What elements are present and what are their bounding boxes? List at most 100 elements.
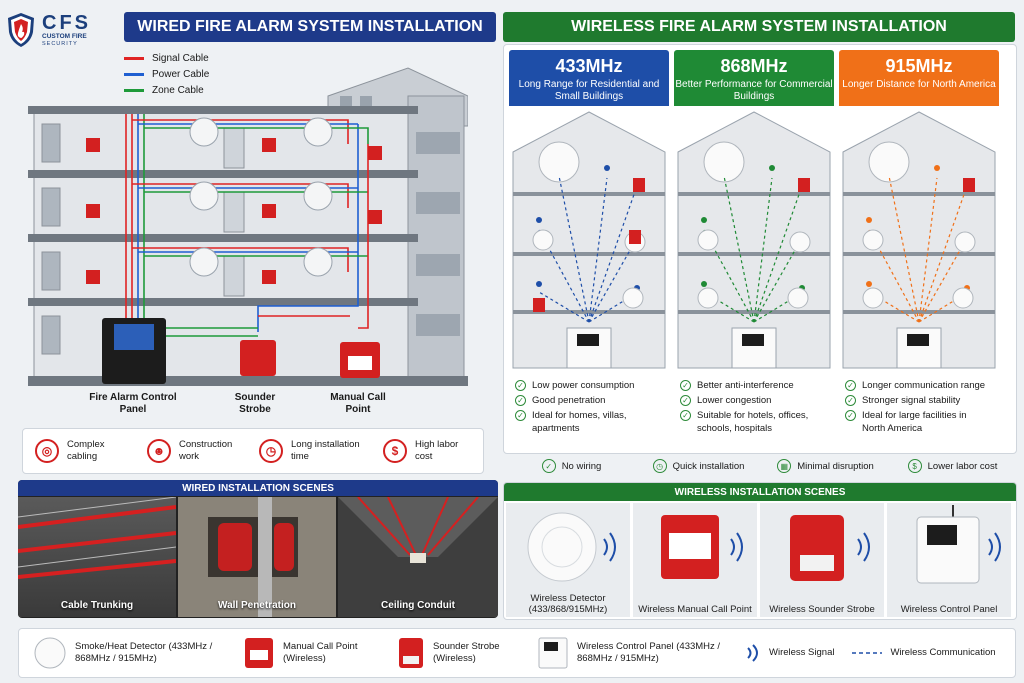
band-header-868: 868MHz Better Performance for Commercial… bbox=[674, 50, 834, 106]
clock-icon: ◷ bbox=[259, 439, 283, 463]
benefit-label: No wiring bbox=[561, 460, 602, 472]
shield-logo-icon bbox=[8, 13, 34, 47]
cable-icon: ◎ bbox=[35, 439, 59, 463]
device-legend: Smoke/Heat Detector (433MHz / 868MHz / 9… bbox=[18, 628, 1016, 678]
scene-caption: Wireless Manual Call Point bbox=[638, 604, 752, 615]
wireless-signal-icon bbox=[747, 644, 758, 662]
legend-label: Sounder Strobe (Wireless) bbox=[433, 641, 500, 664]
legend-zone-cable: Zone Cable bbox=[124, 82, 254, 98]
feature-label: Lower congestion bbox=[697, 395, 772, 406]
wireless-section-title: WIRELESS FIRE ALARM SYSTEM INSTALLATION bbox=[503, 12, 1015, 42]
wired-issues-bar: ◎ Complex cabling ☻ Construction work ◷ … bbox=[22, 428, 484, 474]
smoke-detector-icon bbox=[34, 637, 66, 669]
feature-label: Good penetration bbox=[532, 395, 606, 406]
check-icon: ✓ bbox=[515, 410, 526, 421]
benefit-label: Lower labor cost bbox=[927, 460, 998, 472]
issue-label: Long installation time bbox=[291, 439, 360, 462]
check-icon: ✓ bbox=[845, 410, 856, 421]
feature-label: Suitable for hotels, offices, schools, h… bbox=[697, 410, 809, 434]
benefit-label: Minimal disruption bbox=[797, 460, 874, 472]
caption-control-panel: Fire Alarm Control Panel bbox=[89, 392, 177, 415]
legend-label: Manual Call Point (Wireless) bbox=[283, 641, 358, 664]
check-icon: ✓ bbox=[680, 410, 691, 421]
scene-cable-trunking: Cable Trunking bbox=[18, 497, 176, 617]
band-433-building bbox=[512, 111, 666, 369]
feature-label: Better anti-interference bbox=[697, 380, 794, 391]
manual-call-point-icon bbox=[245, 638, 273, 668]
band-header-915: 915MHz Longer Distance for North America bbox=[839, 50, 999, 106]
issue-label: Complex cabling bbox=[67, 439, 105, 462]
band-915-building bbox=[842, 111, 996, 369]
issue-long-installation-time: ◷ Long installation time bbox=[247, 439, 371, 463]
feature-label: Ideal for large facilities in North Amer… bbox=[862, 410, 967, 434]
check-icon: ✓ bbox=[515, 395, 526, 406]
scene-ceiling-conduit-image bbox=[338, 497, 498, 563]
check-icon: ✓ bbox=[541, 459, 556, 473]
wired-scenes-title: WIRED INSTALLATION SCENES bbox=[18, 480, 498, 496]
band-868-building bbox=[677, 111, 831, 369]
legend-label: Wireless Control Panel (433MHz / 868MHz … bbox=[577, 641, 721, 664]
legend-wireless-signal: Wireless Signal bbox=[745, 643, 834, 663]
legend-label: Power Cable bbox=[152, 68, 210, 80]
wireless-benefits-bar: ✓ No wiring ◷ Quick installation ▦ Minimal … bbox=[508, 454, 1016, 478]
caption-manual-call-point: Manual Call Point bbox=[330, 392, 386, 415]
check-icon: ✓ bbox=[680, 380, 691, 391]
legend-signal-cable: Signal Cable bbox=[124, 50, 254, 66]
feature-item: ✓Lower congestion bbox=[680, 394, 834, 407]
issue-label: High labor cost bbox=[415, 439, 459, 462]
check-icon: ✓ bbox=[845, 380, 856, 391]
band-column-915: 915MHz Longer Distance for North America… bbox=[839, 50, 999, 450]
scene-wireless-manual-call-point: Wireless Manual Call Point bbox=[633, 503, 757, 617]
wired-scenes: WIRED INSTALLATION SCENES Cable Trunking… bbox=[18, 480, 498, 618]
dollar-icon: $ bbox=[383, 439, 407, 463]
wired-building-illustration bbox=[28, 67, 468, 386]
wireless-control-panel-image bbox=[916, 505, 1001, 584]
issue-label: Construction work bbox=[179, 439, 233, 462]
band-915-features: ✓ Longer communication range ✓ Stronger si… bbox=[839, 379, 999, 435]
scene-caption: Wireless Sounder Strobe bbox=[769, 604, 875, 615]
band-header-433: 433MHz Long Range for Residential and Sm… bbox=[509, 50, 669, 106]
scene-wireless-sounder-strobe: Wireless Sounder Strobe bbox=[760, 503, 884, 617]
wireless-mcp-image bbox=[661, 515, 743, 579]
legend-label: Zone Cable bbox=[152, 84, 204, 96]
legend-power-cable: Power Cable bbox=[124, 66, 254, 82]
scene-caption: Cable Trunking bbox=[60, 600, 134, 611]
feature-item: ✓ Longer communication range bbox=[845, 379, 999, 392]
sounder-strobe-icon bbox=[399, 638, 423, 668]
band-frequency: 868MHz bbox=[720, 56, 788, 76]
band-frequency: 915MHz bbox=[885, 56, 953, 76]
benefit-label: Quick installation bbox=[672, 460, 745, 472]
band-868-features: ✓Better anti-interference ✓Lower congest… bbox=[674, 379, 834, 435]
benefit-quick-installation: ◷ Quick installation bbox=[635, 459, 762, 473]
dashed-line-icon bbox=[852, 652, 883, 654]
check-icon: ✓ bbox=[845, 395, 856, 406]
feature-label: Longer communication range bbox=[862, 380, 986, 391]
wireless-sounder-image bbox=[790, 515, 870, 581]
feature-item: ✓ Ideal for large facilities in North Ame… bbox=[845, 409, 999, 435]
power-cable-swatch bbox=[124, 72, 144, 76]
feature-item: ✓Low power consumption bbox=[515, 379, 669, 392]
feature-item: ✓ Good penetration bbox=[515, 394, 669, 407]
logo-title: CFS bbox=[42, 12, 91, 34]
feature-label: Stronger signal stability bbox=[862, 395, 961, 406]
wireless-scenes: WIRELESS INSTALLATION SCENES Wireless De… bbox=[503, 482, 1017, 620]
wireless-scenes-title: WIRELESS INSTALLATION SCENES bbox=[504, 483, 1016, 501]
clock-icon: ◷ bbox=[652, 459, 667, 473]
zone-cable-swatch bbox=[124, 88, 144, 92]
legend-label: Wireless Signal bbox=[769, 647, 835, 658]
signal-cable-swatch bbox=[124, 56, 144, 60]
band-column-433: 433MHz Long Range for Residential and Sm… bbox=[509, 50, 669, 450]
wired-section-title: WIRED FIRE ALARM SYSTEM INSTALLATION bbox=[124, 12, 496, 42]
band-description: Better Performance for Commercial Buildi… bbox=[675, 79, 833, 102]
scene-wall-penetration: Wall Penetration bbox=[178, 497, 336, 617]
worker-icon: ☻ bbox=[147, 439, 171, 463]
band-description: Longer Distance for North America bbox=[842, 79, 996, 90]
scene-wall-penetration-image bbox=[208, 497, 298, 617]
cable-legend: Signal Cable Power Cable Zone Cable bbox=[124, 50, 254, 98]
benefit-no-wiring: ✓ No wiring bbox=[508, 459, 635, 473]
scene-ceiling-conduit: Ceiling Conduit bbox=[338, 497, 498, 617]
building-icon: ▦ bbox=[777, 459, 792, 473]
scene-caption: Wireless Control Panel bbox=[900, 604, 998, 615]
legend-smoke-detector: Smoke/Heat Detector (433MHz / 868MHz / 9… bbox=[33, 636, 225, 670]
legend-manual-call-point: Manual Call Point (Wireless) bbox=[243, 636, 379, 670]
